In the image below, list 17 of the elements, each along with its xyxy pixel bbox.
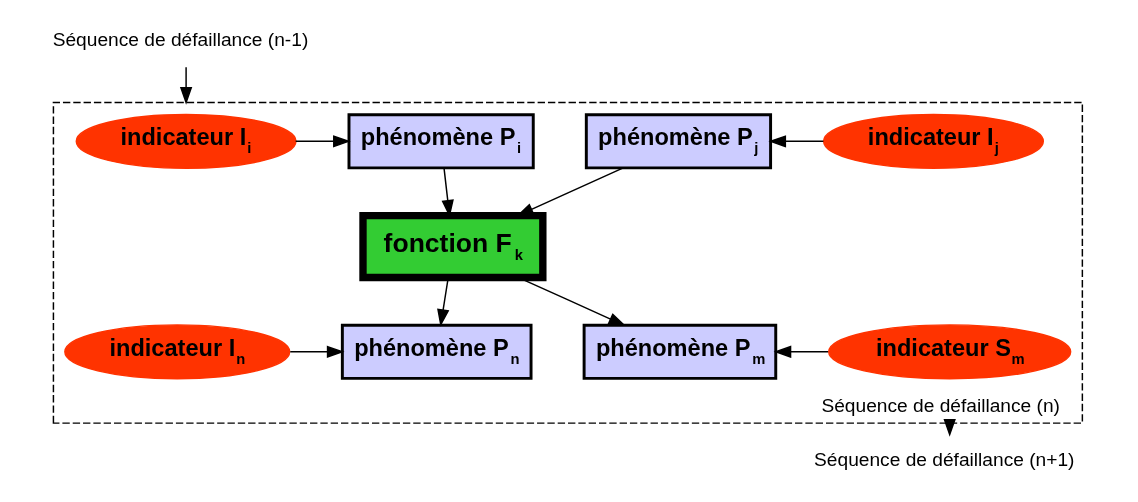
arrow [294,135,351,148]
node-ellipse: indicateur S$_{m}$ [828,324,1072,380]
node-ellipse: indicateur I$_{n}$ [64,324,291,380]
arrow [768,135,825,148]
arrow [773,345,829,358]
arrow [943,418,956,437]
arrow [289,345,345,358]
arrow [179,66,193,105]
node-box: phénomène P$_{n}$ [340,323,533,380]
node-box: phénomène P$_{m}$ [582,323,778,380]
node-ellipse: indicateur I$_{j}$ [822,113,1044,170]
node-box: phénomène P$_{j}$ [584,113,773,170]
node-box: fonction F$_{k}$ [359,211,547,282]
node-text: Séquence de défaillance (n-1) [52,28,309,50]
node-box: phénomène P$_{i}$ [347,113,535,170]
node-text: Séquence de défaillance (n+1) [814,449,1075,471]
node-ellipse: indicateur I$_{i}$ [75,113,297,170]
